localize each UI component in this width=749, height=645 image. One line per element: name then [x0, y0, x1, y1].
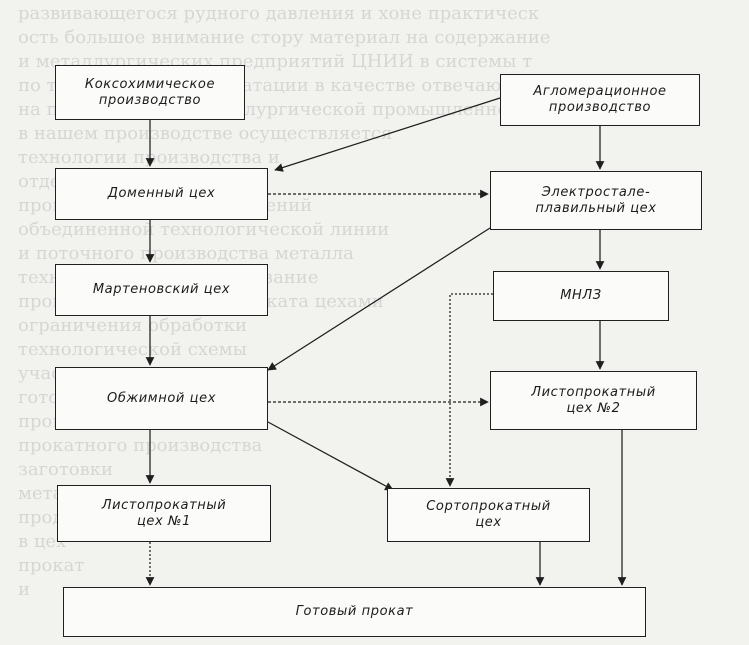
node-blooming-shop: Обжимной цех: [55, 367, 268, 430]
arrow-agglo-to-blast: [274, 97, 501, 172]
node-sheet-rolling-shop-2: Листопрокатный цех №2: [490, 371, 697, 430]
node-electric-steel-shop: Электростале- плавильный цех: [490, 171, 702, 230]
node-open-hearth-shop: Мартеновский цех: [55, 264, 268, 316]
node-section-rolling-shop: Сортопрокатный цех: [387, 488, 590, 542]
node-coke-production: Коксохимическое производство: [55, 65, 245, 120]
node-blast-furnace-shop: Доменный цех: [55, 168, 268, 220]
arrow-blooming-to-section: [267, 421, 394, 491]
node-sheet-rolling-shop-1: Листопрокатный цех №1: [57, 485, 271, 542]
node-continuous-casting-machine: МНЛЗ: [493, 271, 669, 321]
node-finished-rolled-products: Готовый прокат: [63, 587, 646, 637]
arrow-mnlz-to-section: [445, 293, 493, 487]
node-agglomeration-production: Агломерационное производство: [500, 74, 700, 126]
arrow-eaf-to-blooming: [267, 227, 491, 371]
